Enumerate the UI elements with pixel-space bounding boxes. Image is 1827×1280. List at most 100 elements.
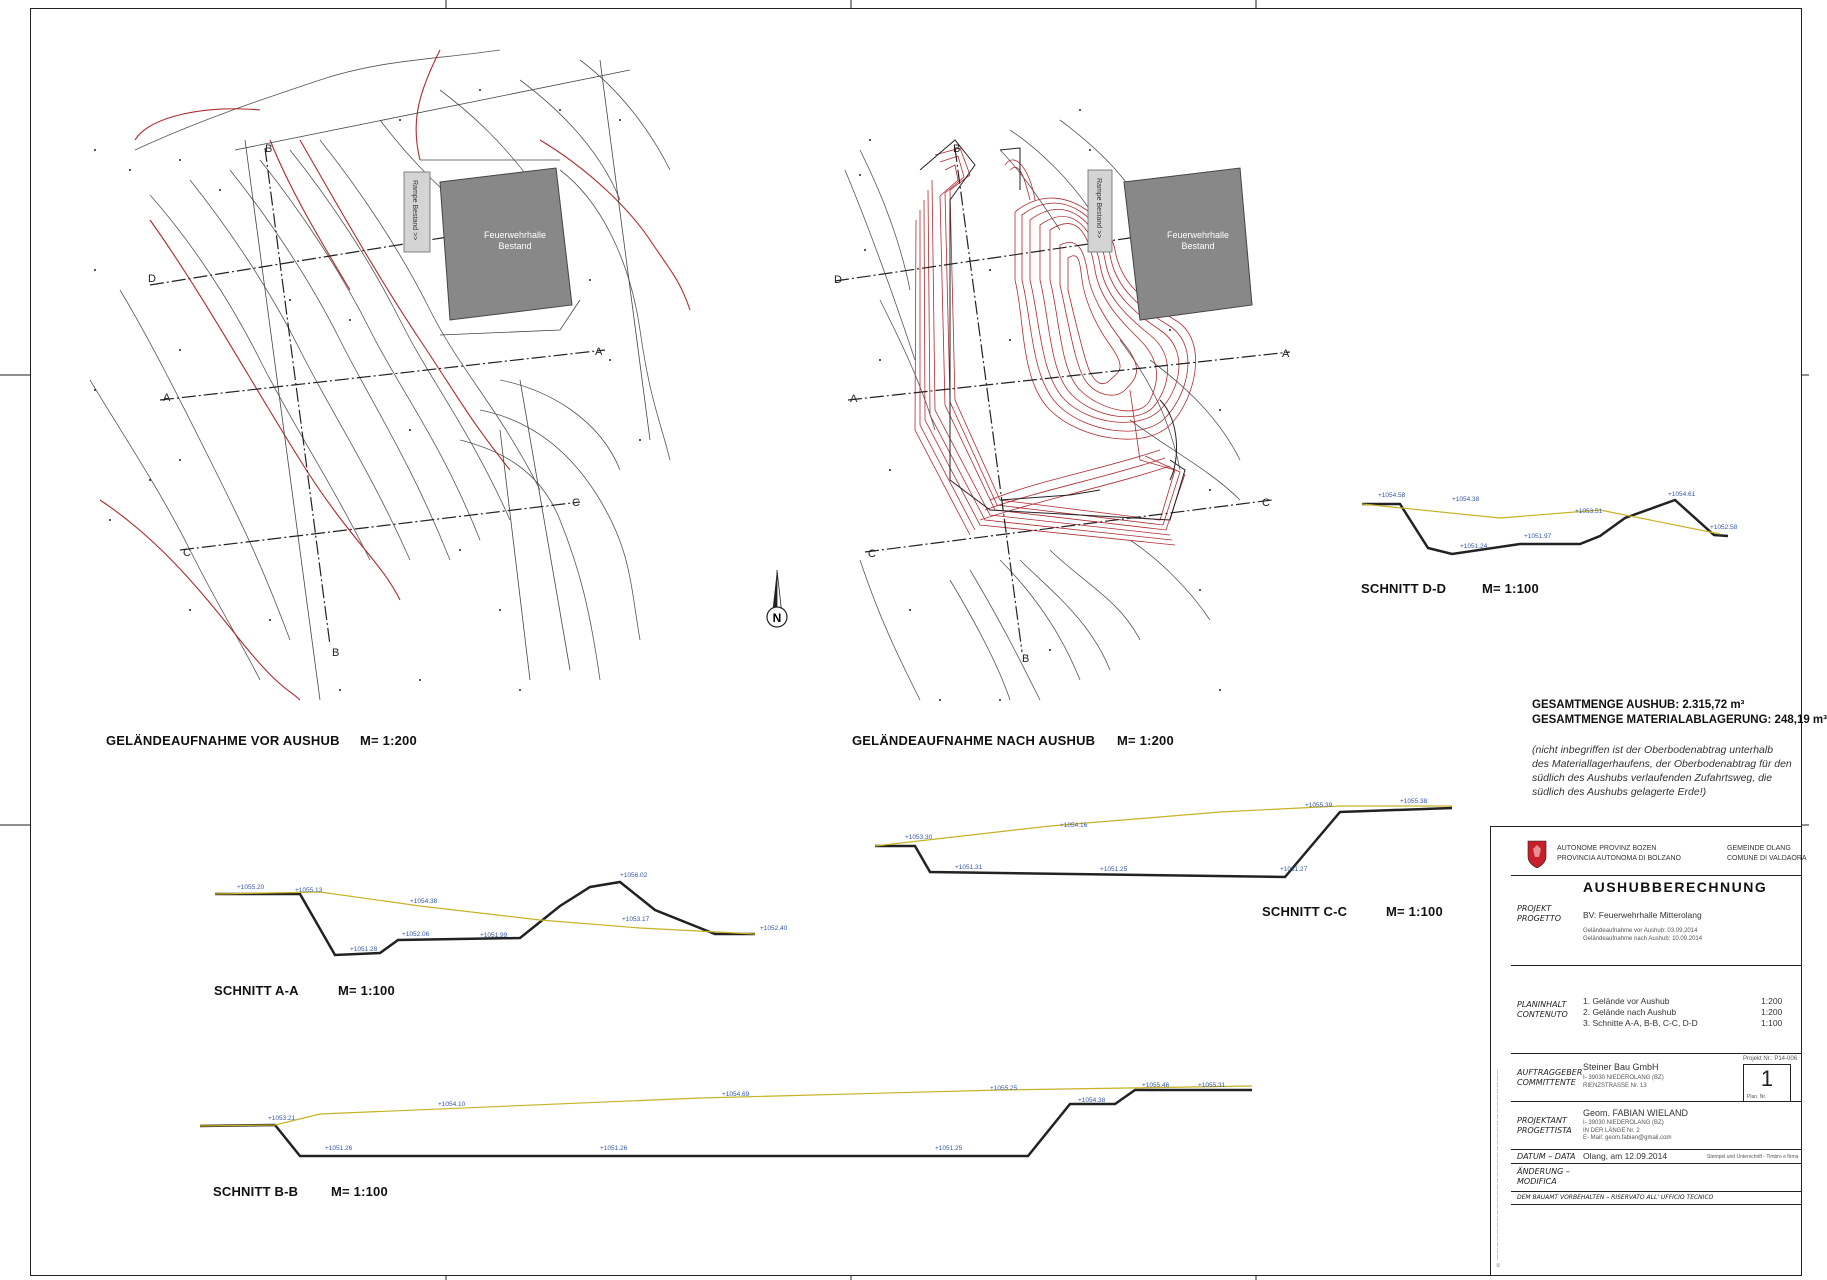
section-marker-b-top-after: B bbox=[953, 143, 960, 155]
svg-text:+1052.58: +1052.58 bbox=[1710, 524, 1738, 531]
section-marker-b-bottom-after: B bbox=[1022, 653, 1029, 665]
svg-text:+1055.13: +1055.13 bbox=[295, 887, 323, 894]
drawing-sheet bbox=[30, 8, 1802, 1276]
designer-label: PROJEKTANT PROGETTISTA bbox=[1517, 1116, 1572, 1135]
content-scale-1: 1:200 bbox=[1761, 996, 1783, 1006]
section-marker-a-left-after: A bbox=[850, 393, 858, 405]
authority-de: AUTONOME PROVINZ BOZEN bbox=[1557, 845, 1657, 852]
project-name: BV: Feuerwehrhalle Mitterolang bbox=[1583, 910, 1702, 920]
section-dd-title: SCHNITT D-D bbox=[1361, 581, 1447, 596]
north-label: N bbox=[773, 611, 782, 625]
content-item-2: 2. Gelände nach Aushub bbox=[1583, 1007, 1677, 1017]
copyright-strip: © — — — — — — — — — — — — — — — — — — — … bbox=[1495, 1069, 1501, 1267]
svg-text:+1054.58: +1054.58 bbox=[1378, 492, 1406, 499]
section-marker-a-right-after: A bbox=[1282, 348, 1290, 360]
plan-before-scale: M= 1:200 bbox=[360, 733, 417, 748]
date-label: DATUM – DATA bbox=[1517, 1152, 1576, 1161]
plan-before-title: GELÄNDEAUFNAHME VOR AUSHUB bbox=[106, 733, 340, 748]
building-existing-before bbox=[439, 167, 573, 321]
survey-before-date: Geländeaufnahme vor Aushub: 03.09.2014 bbox=[1583, 928, 1698, 934]
contents-row: PLANINHALT CONTENUTO 1. Gelände vor Aush… bbox=[1511, 965, 1801, 1054]
section-bb-title: SCHNITT B-B bbox=[213, 1184, 299, 1199]
section-marker-c-left-after: C bbox=[868, 548, 876, 560]
section-marker-c-right-after: C bbox=[1262, 497, 1270, 509]
svg-text:+1053.17: +1053.17 bbox=[622, 916, 650, 923]
section-marker-b-top: B bbox=[265, 143, 272, 155]
svg-text:+1054.61: +1054.61 bbox=[1668, 491, 1696, 498]
section-dd-profile: +1054.58 +1054.38 +1053.51 +1054.61 +105… bbox=[1361, 491, 1738, 556]
svg-text:+1054.10: +1054.10 bbox=[438, 1101, 466, 1108]
section-aa-elevations: +1055.20 +1055.13 +1054.38 +1056.02 +105… bbox=[237, 872, 788, 953]
municipality-it: COMUNE DI VALDAORA bbox=[1727, 855, 1807, 862]
section-cc-elevations: +1053.30 +1054.16 +1055.39 +1055.38 +105… bbox=[905, 798, 1428, 873]
svg-text:+1055.39: +1055.39 bbox=[1305, 802, 1333, 809]
svg-text:+1051.24: +1051.24 bbox=[1460, 543, 1488, 550]
content-scale-3: 1:100 bbox=[1761, 1018, 1783, 1028]
section-marker-d-left-after: D bbox=[834, 274, 842, 286]
footer-row: DEM BAUAMT VORBEHALTEN – RISERVATO ALL' … bbox=[1511, 1191, 1801, 1205]
change-label: ÄNDERUNG – MODIFICA bbox=[1517, 1167, 1570, 1186]
section-bb-elevations: +1053.21 +1054.10 +1054.69 +1055.25 +105… bbox=[268, 1082, 1226, 1152]
section-marker-c-left: C bbox=[183, 547, 191, 559]
section-marker-b-bottom: B bbox=[332, 647, 339, 659]
excavation-pit-contours bbox=[914, 147, 1197, 546]
section-lines-before bbox=[149, 147, 606, 646]
svg-text:+1051.25: +1051.25 bbox=[1100, 866, 1128, 873]
section-bb-profile: +1053.21 +1054.10 +1054.69 +1055.25 +105… bbox=[199, 1082, 1253, 1158]
content-item-3: 3. Schnitte A-A, B-B, C-C, D-D bbox=[1583, 1018, 1698, 1028]
content-item-1: 1. Gelände vor Aushub bbox=[1583, 996, 1670, 1006]
survey-points-before bbox=[94, 89, 641, 691]
section-aa-scale: M= 1:100 bbox=[338, 983, 395, 998]
svg-text:+1055.38: +1055.38 bbox=[1400, 798, 1428, 805]
svg-text:+1051.31: +1051.31 bbox=[955, 864, 983, 871]
content-label: PLANINHALT CONTENUTO bbox=[1517, 1000, 1568, 1019]
section-aa-title: SCHNITT A-A bbox=[214, 983, 299, 998]
svg-text:+1055.46: +1055.46 bbox=[1142, 1082, 1170, 1089]
svg-text:+1052.40: +1052.40 bbox=[760, 925, 788, 932]
total-deposit: GESAMTMENGE MATERIALABLAGERUNG: 248,19 m… bbox=[1532, 714, 1827, 726]
total-excavation: GESAMTMENGE AUSHUB: 2.315,72 m³ bbox=[1532, 699, 1745, 711]
content-scale-2: 1:200 bbox=[1761, 1007, 1783, 1017]
section-dd-scale: M= 1:100 bbox=[1482, 581, 1539, 596]
survey-after-date: Geländeaufnahme nach Aushub: 10.09.2014 bbox=[1583, 936, 1703, 942]
client-address: I- 39030 NIEDEROLANG (BZ) RIENZSTRASSE N… bbox=[1583, 1075, 1664, 1089]
plan-number-box: 1 Plan. Nr. bbox=[1743, 1064, 1791, 1102]
svg-text:+1055.25: +1055.25 bbox=[990, 1085, 1018, 1092]
ramp-existing-before bbox=[403, 171, 431, 253]
designer-address: I- 39030 NIEDEROLANG (BZ) IN DER LÄNGE N… bbox=[1583, 1120, 1672, 1141]
section-cc-scale: M= 1:100 bbox=[1386, 904, 1443, 919]
svg-text:+1053.51: +1053.51 bbox=[1575, 508, 1603, 515]
north-arrow: N bbox=[766, 569, 788, 628]
project-label: PROJEKT PROGETTO bbox=[1517, 904, 1562, 923]
svg-text:+1054.16: +1054.16 bbox=[1060, 822, 1088, 829]
svg-text:+1055.20: +1055.20 bbox=[237, 884, 265, 891]
svg-text:+1051.25: +1051.25 bbox=[935, 1145, 963, 1152]
plan-after-scale: M= 1:200 bbox=[1117, 733, 1174, 748]
designer-row: PROJEKTANT PROGETTISTA Geom. FABIAN WIEL… bbox=[1511, 1101, 1801, 1150]
section-dd-elevations: +1054.58 +1054.38 +1053.51 +1054.61 +105… bbox=[1378, 491, 1738, 550]
signature-label: Stempel und Unterschrift - Timbro e firm… bbox=[1707, 1154, 1799, 1160]
project-row: PROJEKT PROGETTO AUSHUBBERECHNUNG BV: Fe… bbox=[1511, 875, 1801, 966]
coat-of-arms-icon bbox=[1527, 839, 1547, 874]
section-bb-scale: M= 1:100 bbox=[331, 1184, 388, 1199]
svg-text:+1054.38: +1054.38 bbox=[1452, 496, 1480, 503]
title-block: © — — — — — — — — — — — — — — — — — — — … bbox=[1490, 826, 1807, 1275]
section-aa-profile: +1055.20 +1055.13 +1054.38 +1056.02 +105… bbox=[214, 872, 788, 957]
svg-text:+1051.99: +1051.99 bbox=[480, 932, 508, 939]
section-cc-title: SCHNITT C-C bbox=[1262, 904, 1348, 919]
svg-text:+1051.97: +1051.97 bbox=[1524, 533, 1552, 540]
survey-points-after bbox=[859, 109, 1221, 701]
client-label: AUFTRAGGEBER COMMITTENTE bbox=[1517, 1068, 1583, 1087]
plan-number: 1 bbox=[1760, 1066, 1774, 1091]
svg-text:+1054.69: +1054.69 bbox=[722, 1091, 750, 1098]
plan-after-title: GELÄNDEAUFNAHME NACH AUSHUB bbox=[852, 733, 1096, 748]
svg-text:+1051.27: +1051.27 bbox=[1280, 866, 1308, 873]
svg-text:+1051.28: +1051.28 bbox=[350, 946, 378, 953]
project-number: Projekt Nr.: P14-006 bbox=[1743, 1056, 1798, 1062]
svg-text:+1055.31: +1055.31 bbox=[1198, 1082, 1226, 1089]
svg-text:+1051.26: +1051.26 bbox=[600, 1145, 628, 1152]
contour-lines-before bbox=[89, 49, 671, 681]
